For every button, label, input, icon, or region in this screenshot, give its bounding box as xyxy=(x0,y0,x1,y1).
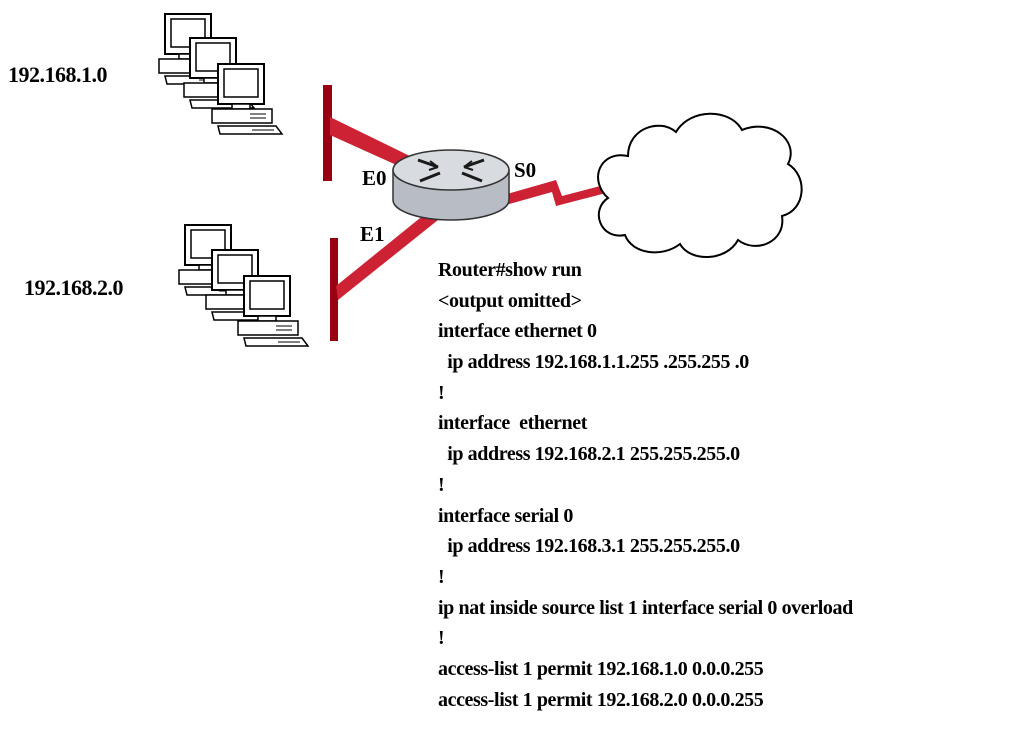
lan1-computers xyxy=(158,13,283,135)
network-label-lan2: 192.168.2.0 xyxy=(24,275,124,300)
config-line: ! xyxy=(438,381,445,404)
interface-label-e0: E0 xyxy=(362,166,387,190)
router-config-output: Router#show run <output omitted> interfa… xyxy=(438,255,853,715)
ethernet-segment-e0 xyxy=(323,85,332,181)
lan2-computers xyxy=(178,224,309,347)
link-s0-serial xyxy=(500,180,610,206)
wan-cloud-icon xyxy=(597,112,803,258)
config-line: interface ethernet 0 xyxy=(438,320,597,343)
config-line: <output omitted> xyxy=(438,289,582,312)
config-line: Router#show run xyxy=(438,259,582,281)
interface-label-e1: E1 xyxy=(360,222,385,246)
interface-label-s0: S0 xyxy=(514,158,537,182)
config-line: ! xyxy=(438,473,445,496)
link-e1 xyxy=(336,210,438,300)
computer-icon xyxy=(237,275,309,347)
router-icon xyxy=(392,149,510,221)
network-label-lan1: 192.168.1.0 xyxy=(8,62,108,87)
link-e0 xyxy=(330,117,418,172)
config-line: ip nat inside source list 1 interface se… xyxy=(438,596,853,619)
config-line: ! xyxy=(438,627,445,650)
config-line: ! xyxy=(438,565,445,588)
config-line: ip address 192.168.2.1 255.255.255.0 xyxy=(438,443,740,466)
computer-icon xyxy=(211,63,283,135)
config-line: ip address 192.168.3.1 255.255.255.0 xyxy=(438,535,740,558)
config-line: interface ethernet xyxy=(438,412,587,435)
config-line: ip address 192.168.1.1.255 .255.255 .0 xyxy=(438,351,749,374)
ethernet-segment-e1 xyxy=(330,238,338,341)
config-line: access-list 1 permit 192.168.2.0 0.0.0.2… xyxy=(438,688,764,711)
config-line: access-list 1 permit 192.168.1.0 0.0.0.2… xyxy=(438,657,764,680)
config-line: interface serial 0 xyxy=(438,504,573,527)
